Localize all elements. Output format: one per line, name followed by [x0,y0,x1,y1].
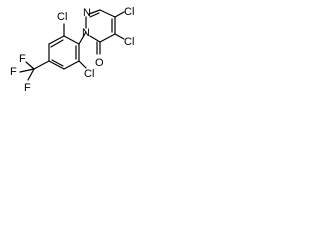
bond-c-f-top [25,61,35,70]
atom-label-cl-bottom-ring: Cl [84,68,94,80]
atom-label-cl-top-ring: Cl [57,11,67,23]
atom-label-f-bottom: F [24,82,31,94]
bond-ar-1 [63,35,80,45]
bond-ar-4 [48,60,65,70]
atom-label-n1: N [82,27,90,39]
atom-label-f-left: F [10,66,17,78]
bond-c4-cl [114,11,125,18]
atom-label-n2: N [83,7,91,19]
atom-label-cl-right: Cl [124,36,134,48]
bond-group [19,9,125,81]
bond-ar-cl-bottom [78,60,87,69]
bond-ar-4-double [51,59,64,67]
bond-n-c3-double [89,12,100,18]
bond-c3-c4 [99,9,116,18]
bond-ar-cf3 [33,60,50,70]
bond-n1-n2 [78,31,87,45]
bond-c5-c6 [99,33,116,43]
bond-c5-cl [114,33,125,40]
atom-label-o-carbonyl: O [95,57,104,69]
atom-label-group: Cl N N Cl Cl O Cl F F F [10,6,134,94]
bond-c-f-bottom [27,68,35,81]
atom-label-cl-top-right: Cl [124,6,134,18]
bond-c-f-left [19,68,35,73]
bond-n2-c3 [88,9,101,15]
atom-label-f-top: F [19,53,26,65]
bond-c6-n1 [89,35,101,43]
bond-ar-2-double [50,39,64,48]
bond-ar-2 [48,35,65,45]
chemical-structure-diagram: Cl N N Cl Cl O Cl F F F [10,6,134,94]
bond-ar-5 [63,60,80,70]
